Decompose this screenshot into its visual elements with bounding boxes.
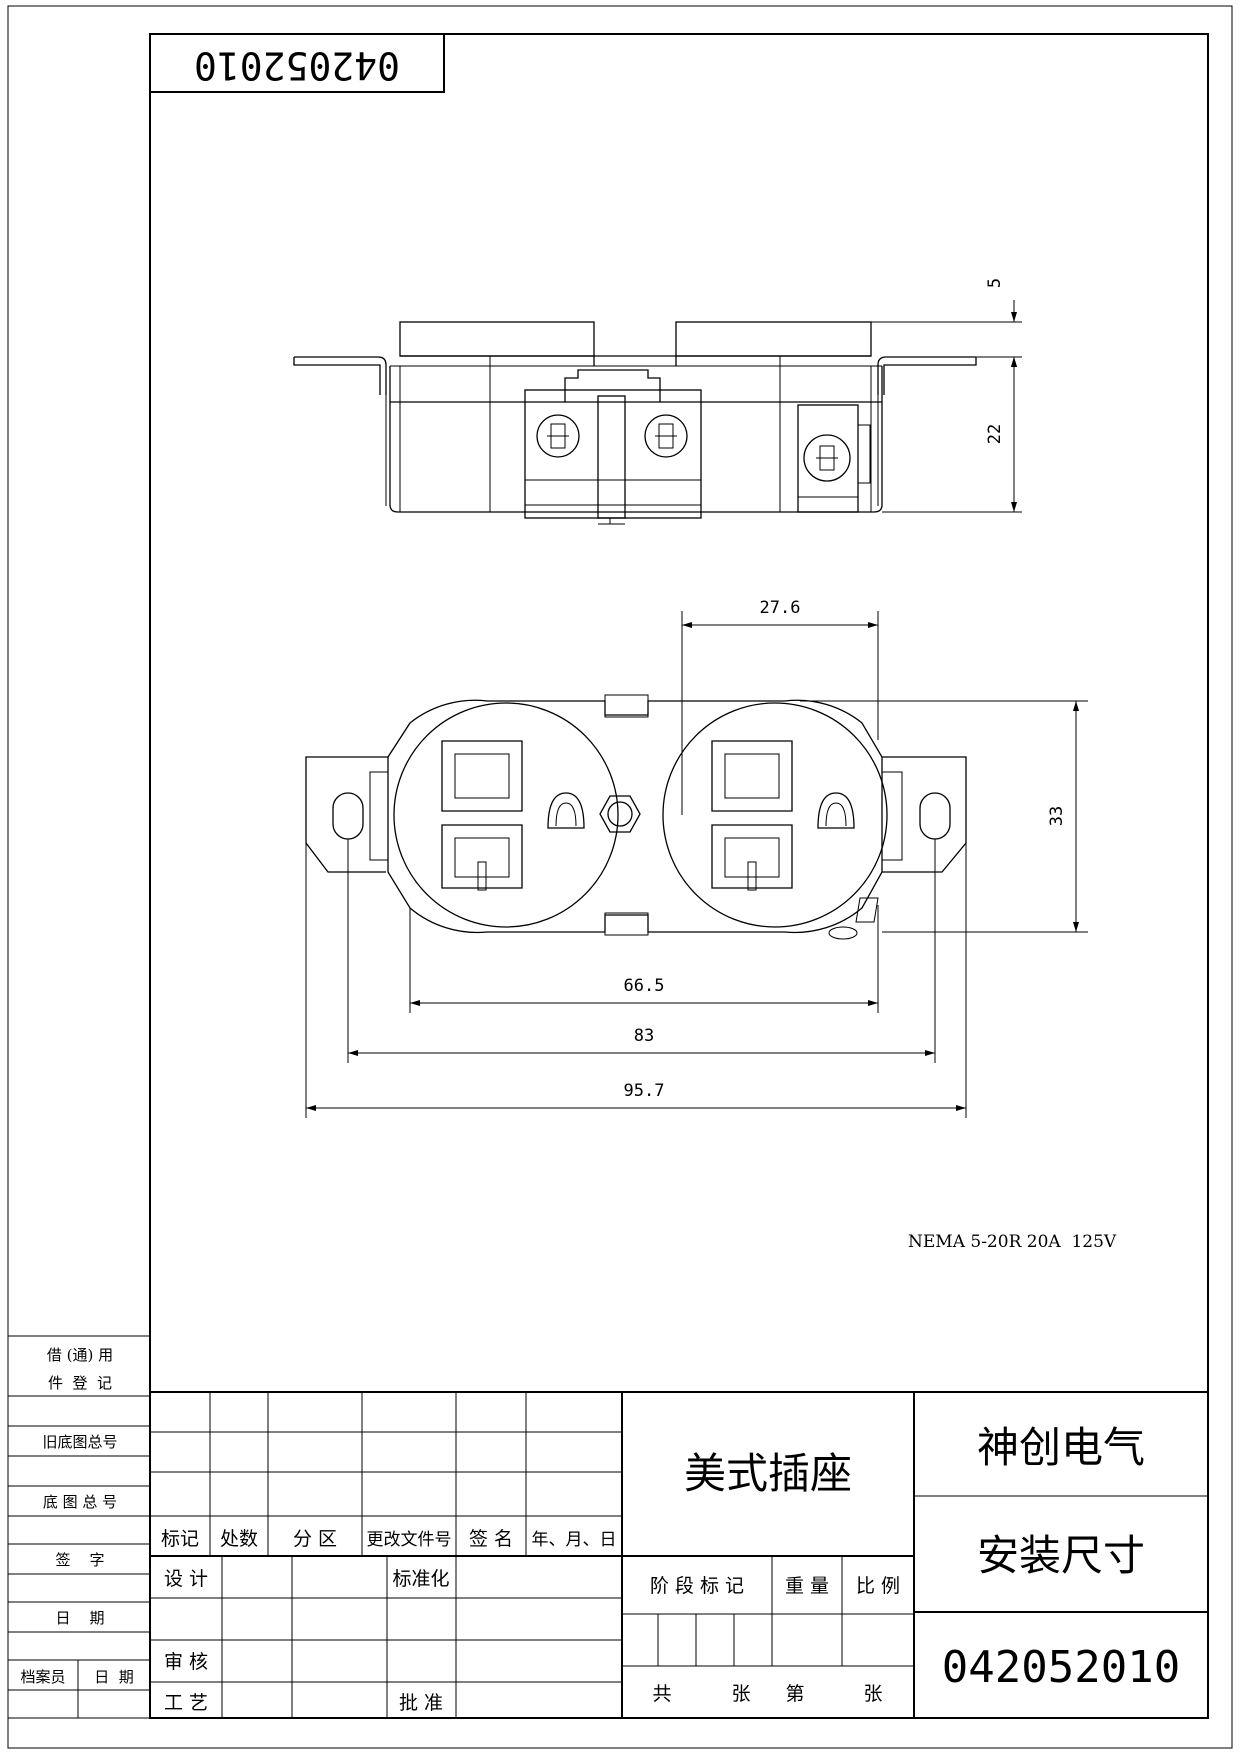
dim-overall-width: 95.7 bbox=[624, 1081, 665, 1101]
drawing-title: 安装尺寸 bbox=[977, 1531, 1145, 1580]
dim-side-top: 5 bbox=[985, 278, 1005, 288]
register-archivist-date: 日 期 bbox=[94, 1668, 134, 1686]
top-drawing-number: 042052010 bbox=[194, 44, 400, 88]
label-scale: 比 例 bbox=[856, 1575, 900, 1597]
header-change-doc: 更改文件号 bbox=[367, 1530, 452, 1550]
dim-pitch: 27.6 bbox=[760, 598, 801, 618]
label-process: 工 艺 bbox=[164, 1692, 208, 1714]
register-borrow-1: 借 (通) 用 bbox=[47, 1346, 113, 1364]
part-name: 美式插座 bbox=[684, 1449, 852, 1498]
top-number-box: 042052010 bbox=[149, 33, 445, 93]
dim-hole-spacing: 83 bbox=[634, 1026, 654, 1046]
label-review: 审 核 bbox=[164, 1651, 208, 1673]
header-mark: 标记 bbox=[161, 1528, 199, 1550]
title-block: 标记 处数 分 区 更改文件号 签 名 年、月、日 设 计 标准化 审 核 工 … bbox=[150, 1391, 1208, 1718]
header-date: 年、月、日 bbox=[532, 1530, 617, 1550]
sheet-border bbox=[7, 5, 1233, 1749]
header-sign: 签 名 bbox=[469, 1528, 513, 1550]
register-date: 日 期 bbox=[55, 1609, 104, 1627]
label-weight: 重 量 bbox=[785, 1575, 829, 1597]
label-design: 设 计 bbox=[164, 1568, 208, 1590]
label-sheet-unit: 张 bbox=[863, 1683, 882, 1705]
label-sheet-no: 第 bbox=[785, 1683, 804, 1705]
drawing-number: 042052010 bbox=[942, 1642, 1180, 1693]
register-base-no: 底 图 总 号 bbox=[43, 1493, 117, 1511]
company-name: 神创电气 bbox=[977, 1423, 1145, 1472]
label-sheets: 张 bbox=[731, 1683, 750, 1705]
front-view-dimensions: 27.6 33 66.5 83 95.7 bbox=[305, 598, 1088, 1118]
label-standardization: 标准化 bbox=[392, 1568, 449, 1590]
dim-inner-width: 66.5 bbox=[624, 976, 665, 996]
header-count: 处数 bbox=[220, 1528, 258, 1550]
label-total: 共 bbox=[652, 1683, 671, 1705]
register-archivist: 档案员 bbox=[20, 1668, 65, 1686]
spec-note: NEMA 5-20R 20A 125V bbox=[908, 1232, 1117, 1252]
header-zone: 分 区 bbox=[293, 1528, 337, 1550]
label-stage-mark: 阶 段 标 记 bbox=[650, 1575, 744, 1597]
side-view-dimensions: 5 22 bbox=[871, 278, 1022, 513]
drawing-frame bbox=[149, 33, 1209, 1719]
register-signature: 签 字 bbox=[55, 1551, 104, 1569]
label-approve: 批 准 bbox=[399, 1692, 443, 1714]
dim-side-height: 22 bbox=[985, 424, 1005, 444]
front-view bbox=[305, 694, 967, 940]
left-register: 借 (通) 用 件 登 记 旧底图总号 底 图 总 号 签 字 日 期 档案员 … bbox=[8, 1335, 150, 1719]
side-view bbox=[293, 321, 977, 525]
dim-height: 33 bbox=[1047, 806, 1067, 826]
register-old-base-no: 旧底图总号 bbox=[42, 1433, 117, 1451]
register-borrow-2: 件 登 记 bbox=[48, 1374, 112, 1392]
